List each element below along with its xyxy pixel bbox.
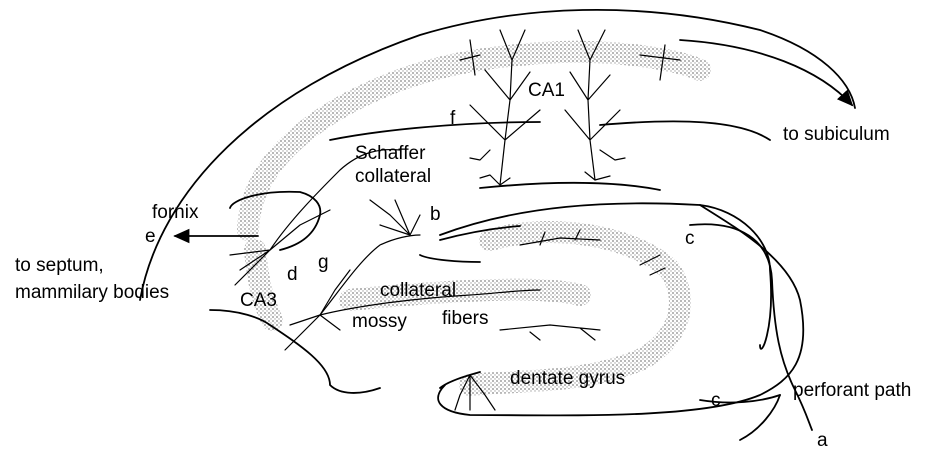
to-subiculum-label: to subiculum bbox=[783, 124, 890, 145]
mossy-label: mossy bbox=[352, 311, 407, 332]
ca1-label: CA1 bbox=[528, 80, 565, 101]
schaffer-label: Schaffer bbox=[355, 143, 426, 164]
to-septum-label: to septum, bbox=[15, 255, 104, 276]
dentate-gyrus-label: dentate gyrus bbox=[510, 368, 625, 389]
d-label: d bbox=[287, 264, 298, 285]
a-label: a bbox=[817, 430, 828, 451]
b-label: b bbox=[430, 204, 441, 225]
perforant-path-label: perforant path bbox=[793, 380, 911, 401]
mammilary-bodies-label: mammilary bodies bbox=[15, 282, 169, 303]
e-label: e bbox=[145, 226, 156, 247]
g-label: g bbox=[318, 252, 329, 273]
ca3-label: CA3 bbox=[240, 290, 277, 311]
fornix-label: fornix bbox=[152, 202, 199, 223]
output-arrows bbox=[175, 40, 852, 236]
c-lower-label: c bbox=[711, 390, 721, 411]
c-upper-label: c bbox=[685, 228, 695, 249]
collateral-mid-label: collateral bbox=[380, 280, 456, 301]
dentate-granule-layer bbox=[350, 232, 680, 385]
fibers-label: fibers bbox=[442, 308, 488, 329]
f-label: f bbox=[450, 108, 456, 129]
collateral-top-label: collateral bbox=[355, 166, 431, 187]
